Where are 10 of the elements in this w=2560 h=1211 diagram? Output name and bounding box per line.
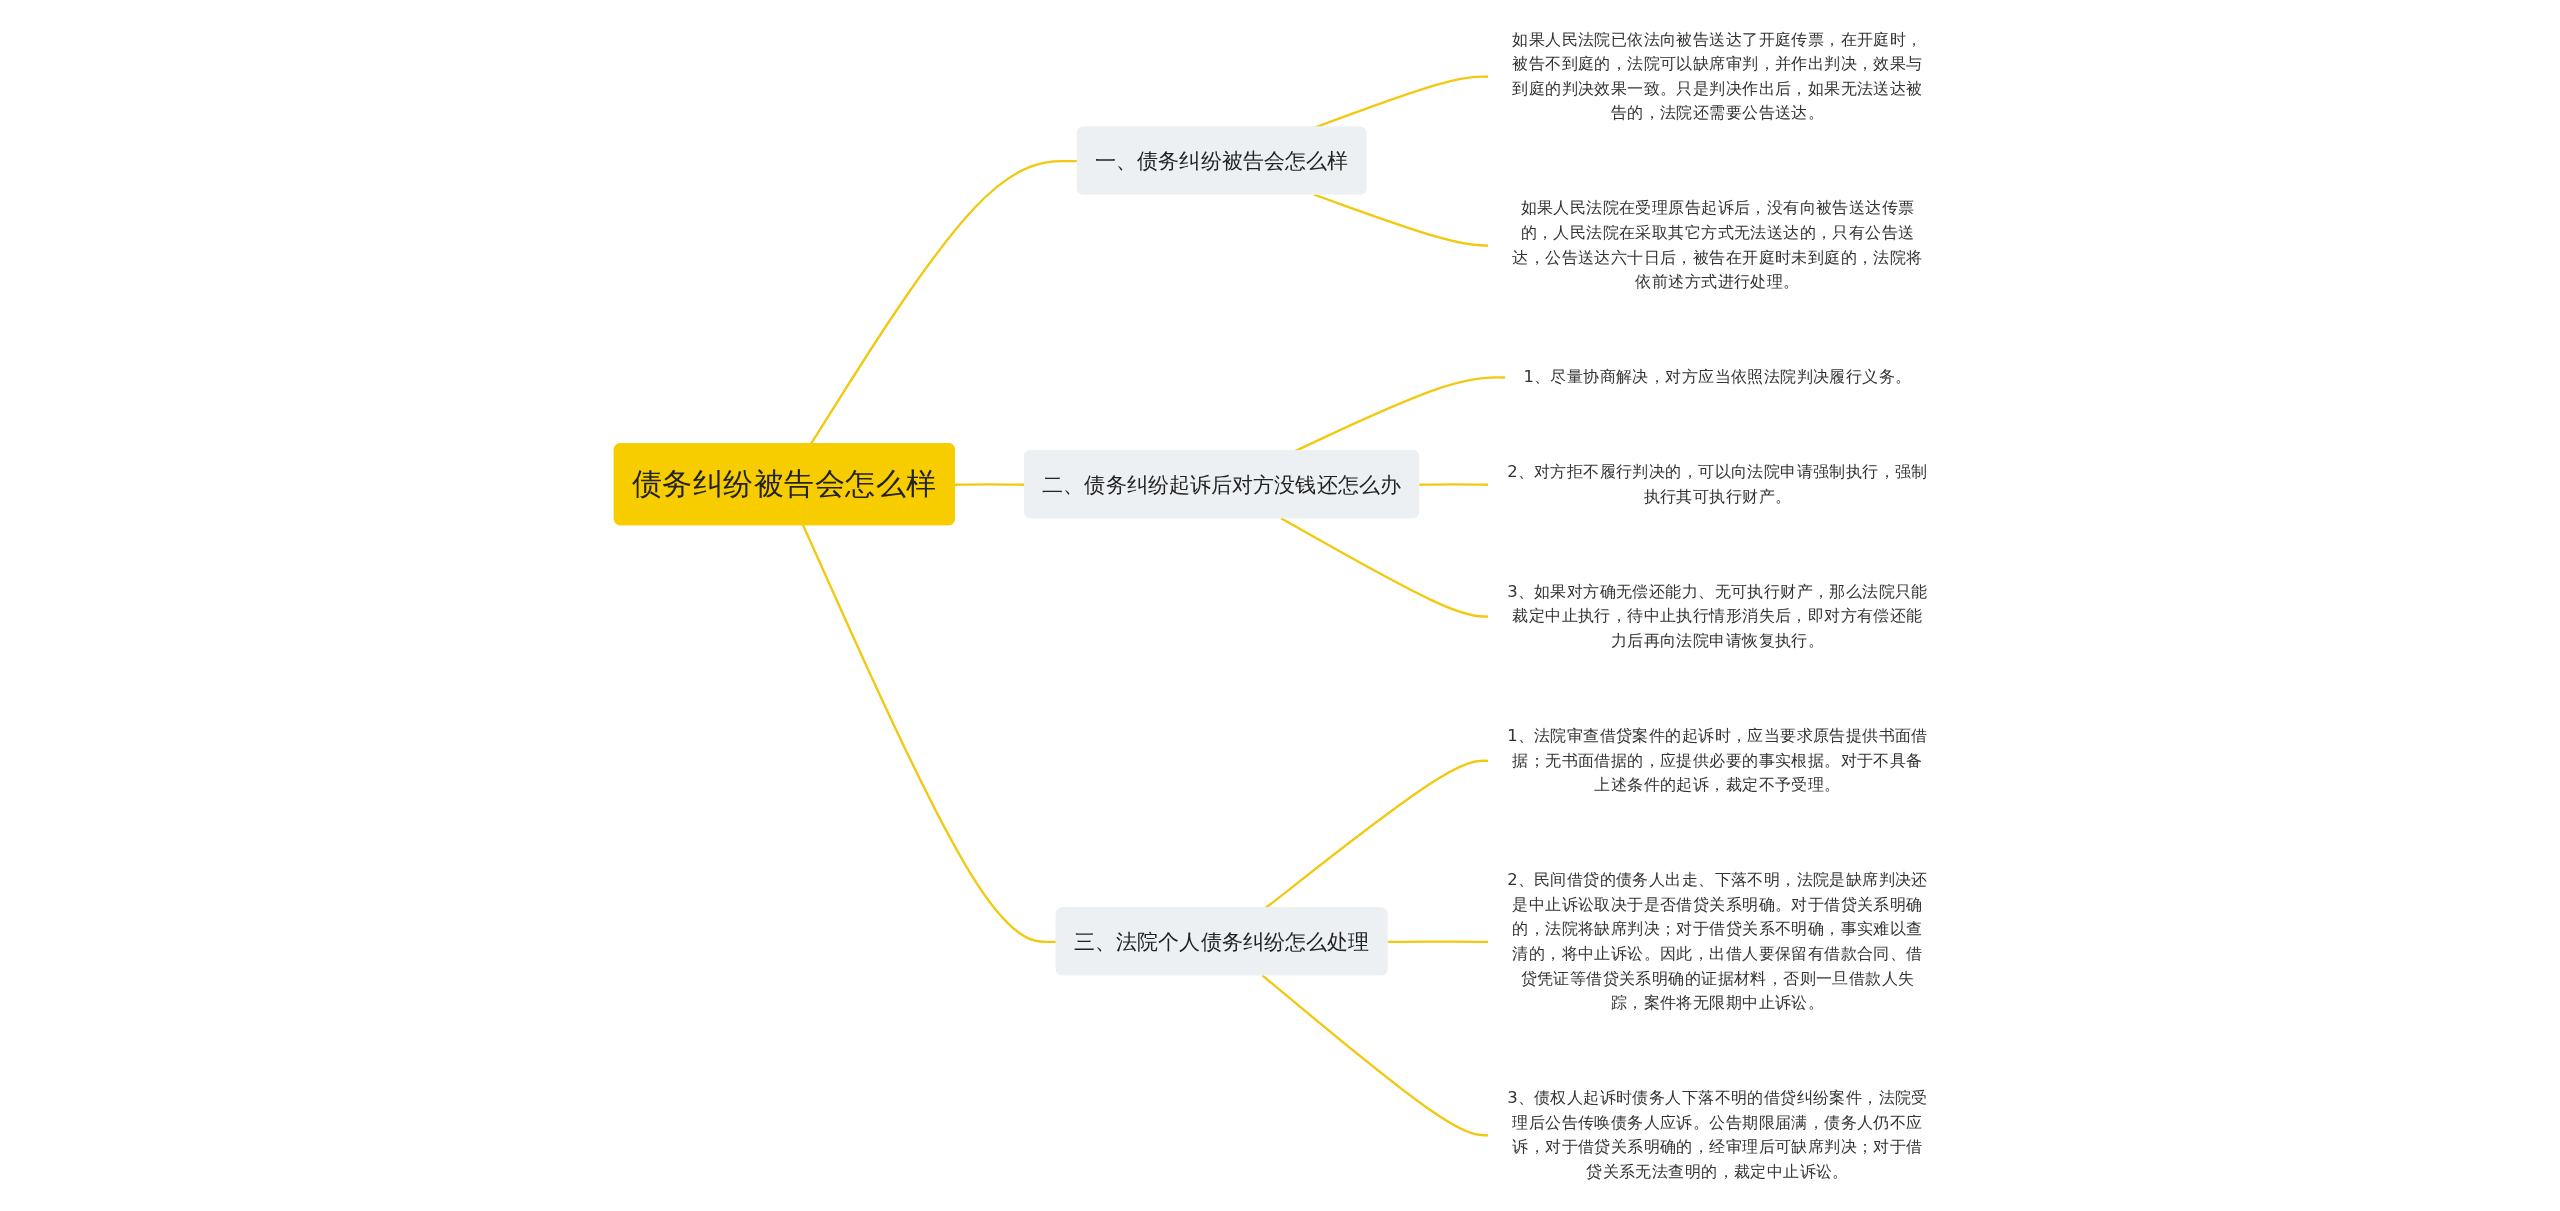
connector [801, 524, 1057, 944]
node-text: 如果人民法院在受理原告起诉后，没有向被告送达传票的，人民法院在采取其它方式无法送达的，只有公告送达，公告送达六十日后，被告在开庭时未到庭的，法院将依前述方式进行处理。 [1512, 198, 1923, 291]
node-text: 如果人民法院已依法向被告送达了开庭传票，在开庭时，被告不到庭的，法院可以缺席审判，并作出判决，效果与到庭的判决效果一致。只是判决作出后，如果无法送达被告的，法院还需要公告送达。 [1512, 29, 1923, 122]
node-text: 1、尽量协商解决，对方应当依照法院判决履行义务。 [1523, 366, 1912, 386]
node-text: 2、民间借贷的债务人出走、下落不明，法院是缺席判决还是中止诉讼取决于是否借贷关系明确。对于借贷关系明确的，法院将缺席判决；对于借贷关系不明确，事实难以查清的，将中止诉讼。因此，出借人要保留有借款合同、借贷凭证等借贷关系明确的证据材料，否则一旦借款人失踪，案件将无限期中止诉讼。 [1506, 869, 1928, 1012]
node-text: 3、如果对方确无偿还能力、无可执行财产，那么法院只能裁定中止执行，待中止执行情形消失后，即对方有偿还能力后再向法院申请恢复执行。 [1506, 581, 1928, 650]
node-text: 3、债权人起诉时债务人下落不明的借贷纠纷案件，法院受理后公告传唤债务人应诉。公告期限届满，债务人仍不应诉，对于借贷关系明确的，经审理后可缺席判决；对于借贷关系无法查明的，裁定中止诉讼。 [1506, 1087, 1928, 1181]
node-text: 2、对方拒不履行判决的，可以向法院申请强制执行，强制执行其可执行财产。 [1506, 461, 1928, 506]
node-text: 1、法院审查借贷案件的起诉时，应当要求原告提供书面借据；无书面借据的，应提供必要的事实根据。对于不具备上述条件的起诉，裁定不予受理。 [1506, 725, 1928, 794]
connector [809, 159, 1078, 445]
